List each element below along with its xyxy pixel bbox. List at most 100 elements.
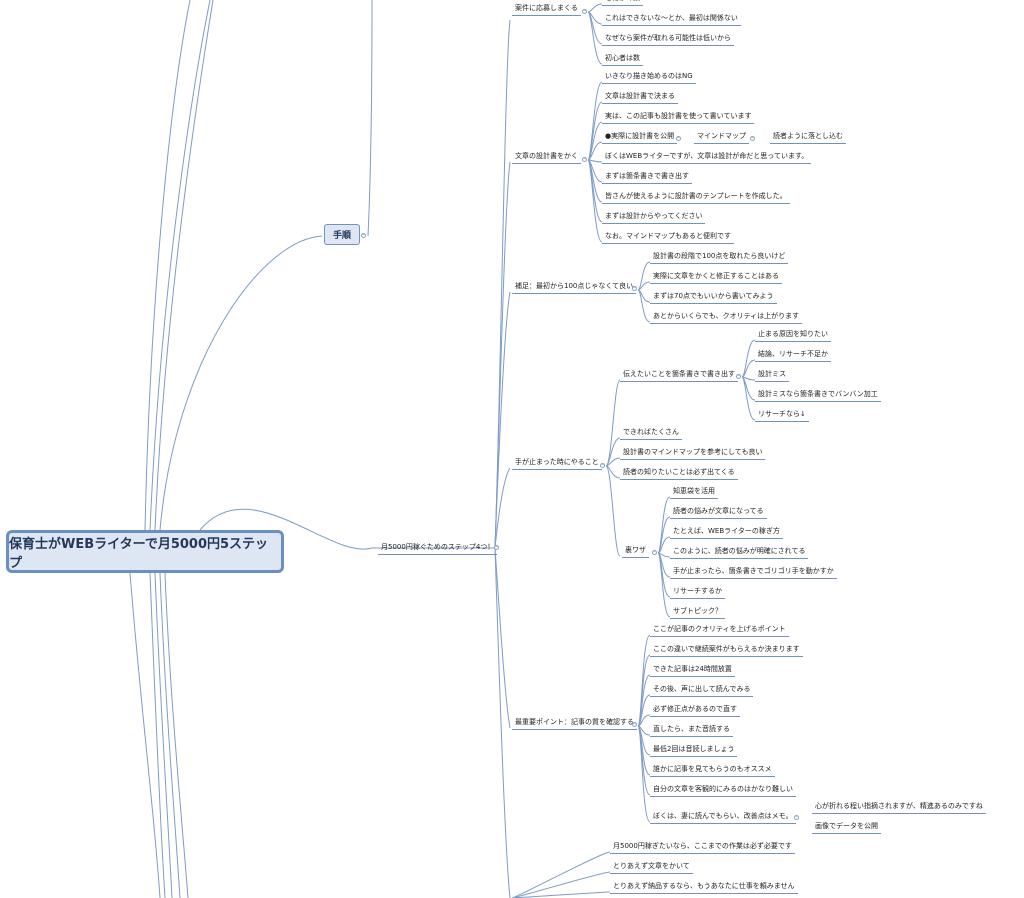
- collapse-toggle[interactable]: [582, 9, 587, 14]
- collapse-toggle[interactable]: [652, 550, 657, 555]
- topic-item[interactable]: 文章は設計書で決まる: [602, 92, 678, 104]
- topic-supplement[interactable]: 補足：最初から100点じゃなくて良い: [512, 282, 637, 294]
- topic-note-text: 心が折れる程い指摘されますが、精進あるのみですね: [815, 802, 983, 810]
- topic-item-text: 結論、リサーチ不足か: [758, 350, 828, 358]
- topic-item-text: あとからいくらでも、クオリティは上がります: [653, 312, 800, 320]
- topic-item[interactable]: とにかく数: [602, 0, 643, 6]
- topic-item[interactable]: ぼくは、妻に読んでもらい、改善点はメモ。: [650, 812, 796, 824]
- collapse-toggle[interactable]: [750, 136, 755, 141]
- topic-item-text: サブトピック？: [673, 607, 722, 615]
- topic-quality[interactable]: 最重要ポイント：記事の質を確認する: [512, 718, 637, 730]
- topic-item[interactable]: できればたくさん: [620, 428, 682, 440]
- topic-item[interactable]: 必ず修正点があるので直す: [650, 705, 740, 717]
- topic-item[interactable]: とりあえず納品するなら、もうあなたに仕事を頼みません: [610, 882, 798, 894]
- collapse-toggle[interactable]: [736, 374, 741, 379]
- topic-item-text: 止まる原因を知りたい: [758, 330, 828, 338]
- topic-item-text: 設計書の段階で100点を取れたら良いけど: [653, 252, 786, 260]
- topic-item[interactable]: とりあえず文章をかいて: [610, 862, 693, 874]
- topic-item[interactable]: 誰かに記事を見てもらうのもオススメ: [650, 765, 775, 777]
- collapse-toggle[interactable]: [494, 545, 499, 550]
- topic-item[interactable]: 止まる原因を知りたい: [755, 330, 831, 342]
- topic-item[interactable]: リサーチするか: [670, 587, 725, 599]
- topic-item-text: 読者の悩みが文章になってる: [673, 507, 764, 515]
- topic-item[interactable]: 結論、リサーチ不足か: [755, 350, 831, 362]
- topic-item[interactable]: リサーチなら↓: [755, 410, 809, 422]
- topic-apply[interactable]: 案件に応募しまくる: [512, 4, 581, 16]
- topic-item-text: ここが記事のクオリティを上げるポイント: [653, 625, 786, 633]
- topic-quality-text: 最重要ポイント：記事の質を確認する: [515, 718, 634, 726]
- topic-item[interactable]: これはできないな〜とか、最初は関係ない: [602, 14, 741, 26]
- topic-item[interactable]: 自分の文章を客観的にみるのはかなり難しい: [650, 785, 796, 797]
- topic-item[interactable]: サブトピック？: [670, 607, 725, 619]
- topic-note[interactable]: 画像でデータを公開: [812, 822, 881, 834]
- topic-item[interactable]: 設計書の段階で100点を取れたら良いけど: [650, 252, 789, 264]
- topic-item[interactable]: 月5000円稼ぎたいなら、ここまでの作業は必ず必要です: [610, 842, 795, 854]
- branch-main-label: 月5000円稼ぐためのステップ4つ！: [381, 543, 495, 551]
- topic-item-text: まずは設計からやってください: [605, 212, 703, 220]
- topic-item[interactable]: 皆さんが使えるように設計書のテンプレートを作成した。: [602, 192, 790, 204]
- topic-item-text: 最低2回は音読しましょう: [653, 745, 735, 753]
- topic-item[interactable]: 設計書のマインドマップを参考にしても良い: [620, 448, 766, 460]
- collapse-toggle[interactable]: [361, 233, 366, 238]
- collapse-toggle[interactable]: [632, 286, 637, 291]
- topic-reader[interactable]: 読者ように落とし込む: [770, 132, 846, 144]
- topic-item[interactable]: 知恵袋を活用: [670, 487, 718, 499]
- collapse-toggle[interactable]: [632, 722, 637, 727]
- topic-item[interactable]: その後、声に出して読んでみる: [650, 685, 754, 697]
- collapse-toggle[interactable]: [582, 157, 587, 162]
- topic-item-text: 手が止まったら、箇条書きでゴリゴリ手を動かすか: [673, 567, 834, 575]
- topic-item[interactable]: ここの違いで継続案件がもらえるか決まります: [650, 645, 803, 657]
- topic-item-text: リサーチなら↓: [758, 410, 806, 418]
- topic-item[interactable]: 設計ミス: [755, 370, 789, 382]
- topic-item-text: 初心者は数: [605, 54, 640, 62]
- topic-item-text: ここの違いで継続案件がもらえるか決まります: [653, 645, 800, 653]
- topic-stuck[interactable]: 手が止まった時にやること: [512, 458, 602, 470]
- topic-mindmap[interactable]: マインドマップ: [694, 132, 749, 144]
- topic-item[interactable]: 初心者は数: [602, 54, 643, 66]
- topic-item[interactable]: ここが記事のクオリティを上げるポイント: [650, 625, 789, 637]
- root-topic[interactable]: 保育士がWEBライターで月5000円5ステップ: [6, 530, 284, 573]
- collapse-toggle[interactable]: [676, 136, 681, 141]
- topic-item-text: まずは70点でもいいから書いてみよう: [653, 292, 774, 300]
- topic-item[interactable]: いきなり描き始めるのはNG: [602, 72, 696, 84]
- topic-item[interactable]: 最低2回は音読しましょう: [650, 745, 738, 757]
- topic-item-text: 実は、この記事も設計書を使って書いています: [605, 112, 752, 120]
- topic-design[interactable]: 文章の設計書をかく: [512, 152, 581, 164]
- branch-main[interactable]: 月5000円稼ぐためのステップ4つ！: [378, 543, 498, 555]
- topic-item-text: 設計ミスなら箇条書きでバンバン加工: [758, 390, 878, 398]
- topic-item[interactable]: あとからいくらでも、クオリティは上がります: [650, 312, 803, 324]
- topic-item[interactable]: まずは70点でもいいから書いてみよう: [650, 292, 777, 304]
- topic-item[interactable]: なお。マインドマップもあると便利です: [602, 232, 734, 244]
- topic-item[interactable]: 実は、この記事も設計書を使って書いています: [602, 112, 755, 124]
- topic-item-text: とりあえず納品するなら、もうあなたに仕事を頼みません: [613, 882, 795, 890]
- topic-item[interactable]: 実際に文章をかくと修正することはある: [650, 272, 782, 284]
- topic-item-text: 知恵袋を活用: [673, 487, 715, 495]
- topic-item-text: 必ず修正点があるので直す: [653, 705, 737, 713]
- topic-item[interactable]: 手が止まったら、箇条書きでゴリゴリ手を動かすか: [670, 567, 837, 579]
- topic-item[interactable]: なぜなら案件が取れる可能性は低いから: [602, 34, 734, 46]
- topic-item[interactable]: まずは箇条書きで書き出す: [602, 172, 692, 184]
- topic-item[interactable]: 読者の悩みが文章になってる: [670, 507, 767, 519]
- topic-apply-text: 案件に応募しまくる: [515, 4, 578, 12]
- topic-item-text: 自分の文章を客観的にみるのはかなり難しい: [653, 785, 793, 793]
- topic-bullets[interactable]: 伝えたいことを箇条書きで書き出す: [620, 370, 738, 382]
- topic-item[interactable]: ぼくはWEBライターですが、文章は設計が命だと思っています。: [602, 152, 812, 164]
- topic-item-text: とにかく数: [605, 0, 640, 2]
- topic-item[interactable]: このように、読者の悩みが明確にされてる: [670, 547, 809, 559]
- topic-item-text: できた記事は24時間放置: [653, 665, 732, 673]
- topic-trick-text: 裏ワザ: [625, 546, 646, 554]
- topic-item[interactable]: まずは設計からやってください: [602, 212, 706, 224]
- topic-item[interactable]: 設計ミスなら箇条書きでバンバン加工: [755, 390, 881, 402]
- topic-item-text: 月5000円稼ぎたいなら、ここまでの作業は必ず必要です: [613, 842, 792, 850]
- topic-trick[interactable]: 裏ワザ: [622, 546, 649, 558]
- topic-item[interactable]: できた記事は24時間放置: [650, 665, 735, 677]
- steps-topic[interactable]: 手順: [324, 224, 361, 245]
- topic-item-text: ぼくはWEBライターですが、文章は設計が命だと思っています。: [605, 152, 809, 160]
- topic-item[interactable]: 読者の知りたいことは必ず出てくる: [620, 468, 738, 480]
- collapse-toggle[interactable]: [600, 463, 605, 468]
- topic-item[interactable]: たとえば、WEBライターの稼ぎ方: [670, 527, 783, 539]
- topic-note[interactable]: 心が折れる程い指摘されますが、精進あるのみですね: [812, 802, 986, 814]
- topic-item[interactable]: 直したら、また音読する: [650, 725, 733, 737]
- topic-item[interactable]: ●実際に設計書を公開: [602, 132, 678, 144]
- collapse-toggle[interactable]: [794, 815, 799, 820]
